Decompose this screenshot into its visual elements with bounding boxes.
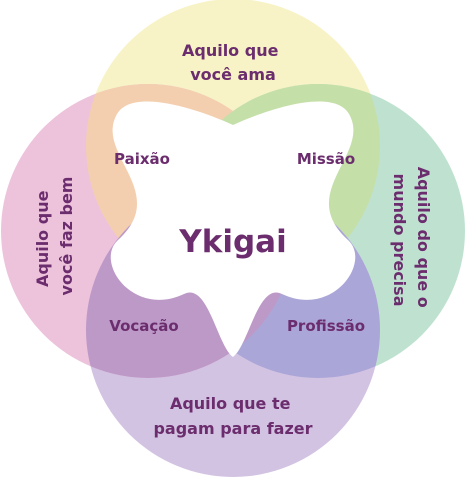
label-love-line-1: Aquilo que (182, 41, 279, 60)
label-vocation: Vocação (109, 317, 178, 335)
label-good-at-line-2: você faz bem (57, 177, 76, 296)
label-mission: Missão (297, 150, 355, 168)
label-world-needs-line-1: Aquilo do que o (414, 167, 433, 308)
label-world-needs: Aquilo do que o mundo precisa (390, 167, 433, 314)
label-paid-for: Aquilo que te pagam para fazer (153, 394, 312, 438)
label-passion: Paixão (114, 150, 170, 168)
label-good-at-line-1: Aquilo que (33, 190, 52, 287)
label-world-needs-line-2: mundo precisa (390, 174, 409, 307)
center-shape (110, 101, 356, 357)
label-profession: Profissão (287, 317, 365, 335)
center-title: Ykigai (178, 224, 286, 260)
label-love-line-2: você ama (190, 65, 276, 84)
label-good-at: Aquilo que você faz bem (33, 177, 76, 296)
label-paid-for-line-2: pagam para fazer (153, 419, 312, 438)
label-love: Aquilo que você ama (182, 41, 284, 84)
label-paid-for-line-1: Aquilo que te (170, 394, 291, 413)
